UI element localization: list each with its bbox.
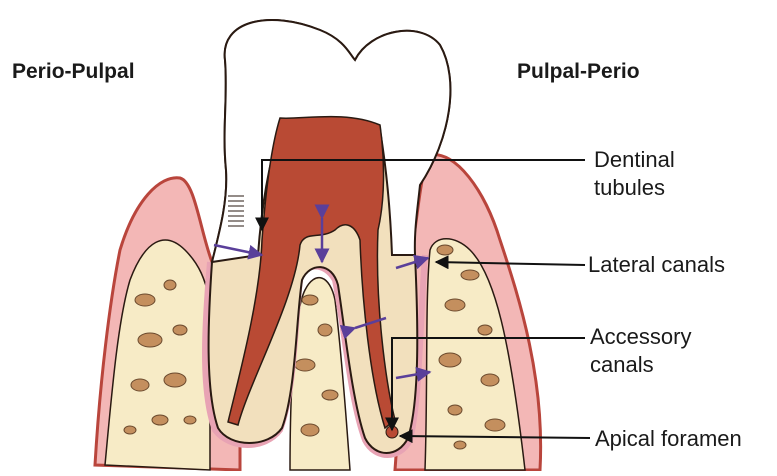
accessory-canals-label: Accessory canals bbox=[590, 323, 750, 379]
dentinal-tubules-label: Dentinal tubules bbox=[594, 146, 754, 202]
perio-pulpal-title: Perio-Pulpal bbox=[12, 60, 135, 84]
apical-foramen-label: Apical foramen bbox=[595, 425, 742, 453]
pulpal-perio-title: Pulpal-Perio bbox=[517, 60, 640, 84]
dentinal-tubules-hatch bbox=[228, 196, 244, 226]
lateral-canals-label: Lateral canals bbox=[588, 251, 725, 279]
